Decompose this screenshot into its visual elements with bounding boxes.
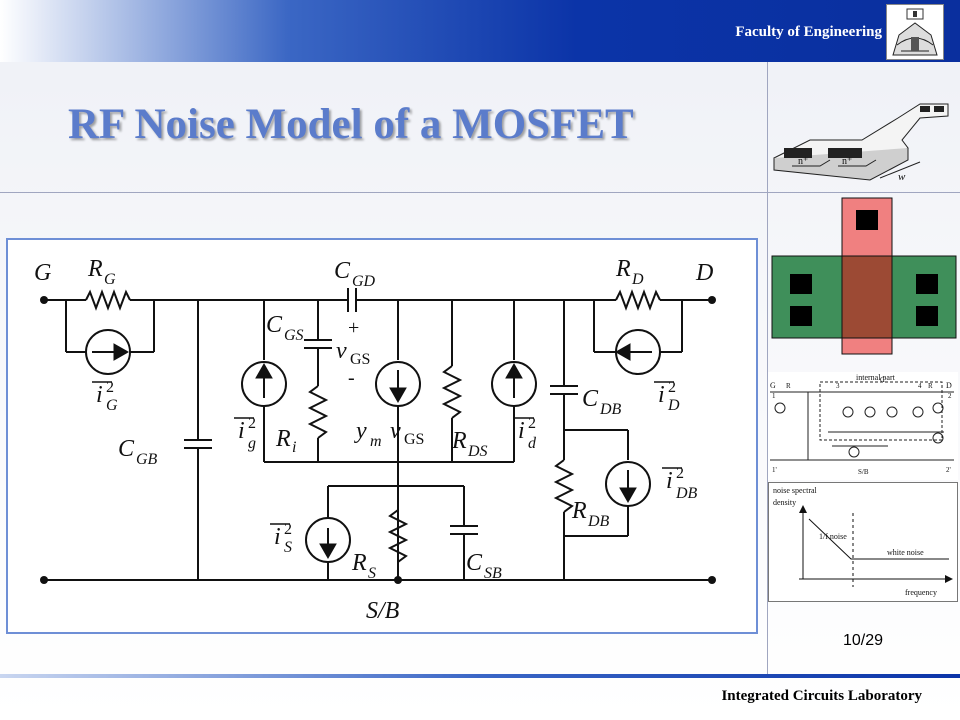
cgs-label: C	[266, 312, 283, 338]
frequency-label: frequency	[905, 588, 937, 597]
ig-induced-sup: 2	[248, 415, 256, 432]
header-bar	[0, 0, 960, 62]
is-noise-label: i	[274, 524, 281, 550]
small-schematic-figure: internal part G D R R C 1 2 3 4 1' 2'	[768, 372, 958, 480]
rd-subscript: D	[631, 271, 644, 288]
layout-figure	[770, 196, 960, 358]
internal-part-label: internal part	[856, 373, 896, 382]
small-node-1: 1	[772, 392, 776, 400]
rds-label: R	[451, 428, 467, 454]
cgd-label: C	[334, 258, 351, 284]
vgs-label: v	[336, 338, 347, 364]
white-noise-label: white noise	[887, 548, 924, 557]
rg-label: R	[87, 256, 103, 282]
rd-label: R	[615, 256, 631, 282]
cdb-subscript: DB	[599, 401, 622, 418]
rdb-label: R	[571, 498, 587, 524]
device-sketch-figure: n⁺ n⁺ w	[770, 96, 960, 190]
small-cgd: C	[880, 376, 885, 384]
n-plus-label-1: n⁺	[798, 156, 808, 167]
rs-subscript: S	[368, 565, 376, 582]
idb-sub: DB	[675, 485, 698, 502]
id-drain-sup: 2	[668, 379, 676, 396]
node-sb-label: S/B	[366, 598, 400, 624]
page-number: 10/29	[843, 632, 884, 649]
ym-label: y	[354, 418, 367, 444]
noise-ylabel-line2: density	[773, 498, 796, 507]
noise-ylabel-line1: noise spectral	[773, 486, 818, 495]
id-drain-sub: D	[667, 397, 680, 414]
small-rg: R	[786, 382, 791, 390]
idb-sup: 2	[676, 465, 684, 482]
cdb-label: C	[582, 386, 599, 412]
small-node-d: D	[946, 381, 952, 390]
ri-label: R	[275, 426, 291, 452]
id-channel-sub: d	[528, 435, 537, 452]
idb-noise-label: i	[666, 468, 673, 494]
rds-subscript: DS	[467, 443, 488, 460]
flicker-noise-label: 1/f noise	[819, 532, 847, 541]
ym-v-subscript: GS	[404, 431, 424, 448]
node-d-label: D	[695, 260, 713, 286]
ig-gate-sub: G	[106, 397, 118, 414]
ig-induced-sub: g	[248, 435, 256, 452]
ri-subscript: i	[292, 439, 296, 456]
ym-v-label: v	[390, 418, 401, 444]
small-node-2: 2	[948, 392, 952, 400]
id-channel-sup: 2	[528, 415, 536, 432]
noise-model-schematic: G D S/B R G R D C GD C GS + v GS - C GB …	[6, 238, 758, 634]
width-label: w	[898, 171, 906, 183]
ym-subscript: m	[370, 433, 382, 450]
small-node-4: 4	[918, 382, 922, 390]
small-node-g: G	[770, 381, 776, 390]
small-node-3: 3	[836, 382, 840, 390]
small-node-2p: 2'	[946, 466, 951, 474]
rdb-subscript: DB	[587, 513, 610, 530]
slide-title: RF Noise Model of a MOSFET	[68, 101, 634, 148]
is-sup: 2	[284, 521, 292, 538]
small-rd: R	[928, 382, 933, 390]
lab-name: Integrated Circuits Laboratory	[721, 688, 922, 704]
ig-gate-noise-label: i	[96, 382, 103, 408]
vgs-plus: +	[348, 317, 359, 339]
small-node-1p: 1'	[772, 466, 777, 474]
university-logo	[886, 4, 944, 60]
cgd-subscript: GD	[352, 273, 376, 290]
csb-subscript: SB	[484, 565, 502, 582]
vgs-subscript: GS	[350, 351, 370, 368]
divider-horizontal	[0, 192, 960, 193]
ig-induced-noise-label: i	[238, 418, 245, 444]
vgs-minus: -	[348, 367, 355, 389]
node-g-label: G	[34, 260, 51, 286]
ig-gate-sup: 2	[106, 379, 114, 396]
cgs-subscript: GS	[284, 327, 304, 344]
cgb-label: C	[118, 436, 135, 462]
small-node-sb: S/B	[858, 468, 869, 476]
noise-spectrum-figure: noise spectral density 1/f noise white n…	[768, 482, 958, 602]
faculty-label: Faculty of Engineering	[735, 24, 882, 40]
rs-label: R	[351, 550, 367, 576]
id-channel-noise-label: i	[518, 418, 525, 444]
rg-subscript: G	[104, 271, 116, 288]
footer-bar	[0, 674, 960, 678]
id-drain-noise-label: i	[658, 382, 665, 408]
n-plus-label-2: n⁺	[842, 156, 852, 167]
cgb-subscript: GB	[136, 451, 158, 468]
csb-label: C	[466, 550, 483, 576]
is-sub: S	[284, 539, 292, 556]
divider-vertical	[767, 62, 768, 674]
